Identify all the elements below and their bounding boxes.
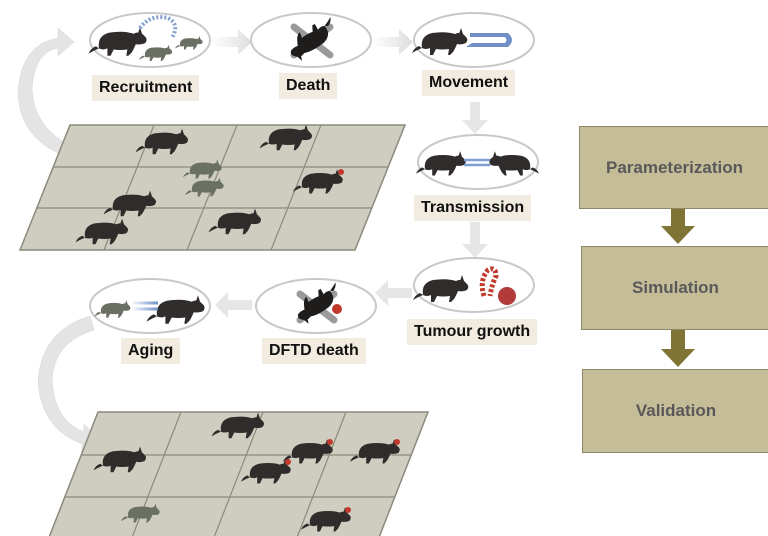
step-aging-oval — [90, 279, 210, 333]
tumour-icon — [498, 287, 516, 305]
label-transmission: Transmission — [414, 195, 531, 221]
landscape-grid-bottom — [48, 412, 428, 536]
step-transmission-oval — [416, 135, 539, 189]
tumour-icon — [345, 507, 351, 513]
arrow-transmission-to-tumour — [462, 222, 488, 258]
landscape-grid-top — [20, 125, 405, 250]
workflow-box-validation: Validation — [582, 369, 768, 453]
label-dftd-death: DFTD death — [262, 338, 366, 364]
tumour-icon — [338, 169, 344, 175]
tumour-icon — [327, 439, 333, 445]
step-recruitment-oval — [89, 13, 211, 67]
workflow-box-parameterization: Parameterization — [579, 126, 768, 209]
workflow-box-simulation: Simulation — [581, 246, 768, 330]
tumour-icon — [332, 304, 342, 314]
arrow-recruitment-to-death — [212, 29, 252, 55]
label-death: Death — [279, 73, 337, 99]
step-death-oval — [251, 13, 371, 67]
label-aging: Aging — [121, 338, 180, 364]
arrow-dftd-death-to-aging — [215, 292, 252, 318]
arrow-parameterization-to-simulation — [661, 208, 695, 244]
arrow-movement-to-transmission — [462, 102, 488, 134]
label-movement: Movement — [422, 70, 515, 96]
step-tumour-growth-oval — [413, 258, 534, 312]
tumour-icon — [285, 459, 291, 465]
arrow-simulation-to-validation — [661, 329, 695, 367]
arrow-tumour-to-dftd-death — [375, 280, 412, 306]
tumour-icon — [394, 439, 400, 445]
label-recruitment: Recruitment — [92, 75, 199, 101]
step-movement-oval — [412, 13, 534, 67]
step-dftd-death-oval — [256, 279, 376, 333]
label-tumour-growth: Tumour growth — [407, 319, 537, 345]
arrow-death-to-movement — [373, 29, 413, 55]
